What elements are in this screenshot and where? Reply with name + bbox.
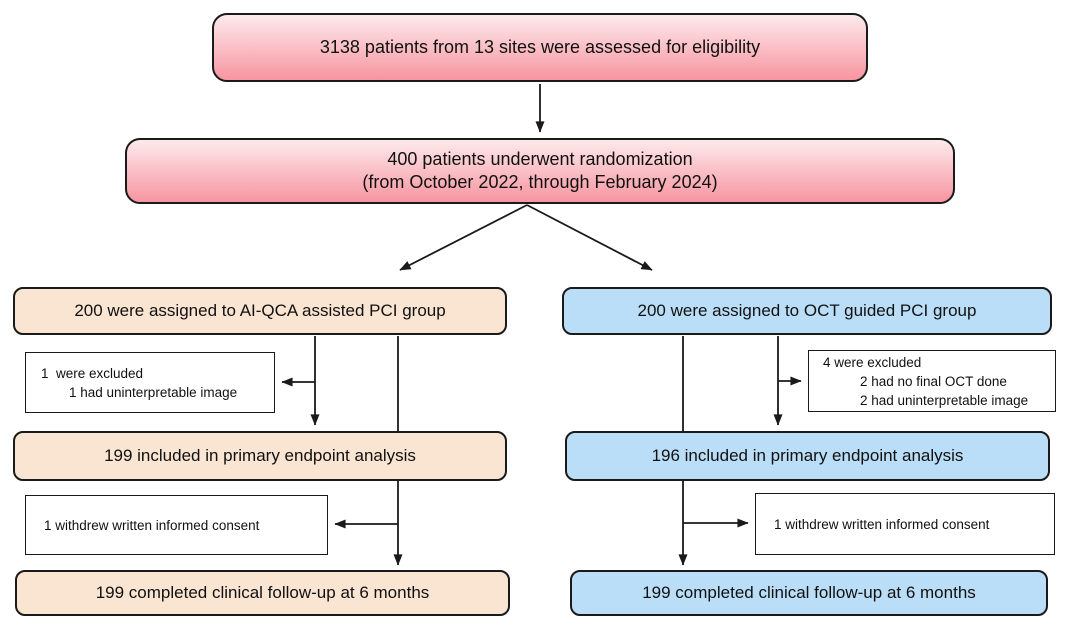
aiqca-excluded-line1: 1 were excluded [41, 365, 144, 381]
box-oct-excluded: 4 were excluded 2 had no final OCT done … [808, 350, 1056, 412]
box-aiqca-excluded: 1 were excluded 1 had uninterpretable im… [25, 352, 275, 413]
box-aiqca-primary-endpoint: 199 included in primary endpoint analysi… [13, 431, 507, 481]
box-oct-primary-endpoint: 196 included in primary endpoint analysi… [565, 431, 1050, 481]
arrow-randomized-to-right-assigned [526, 204, 653, 271]
aiqca-withdrew-text: 1 withdrew written informed consent [44, 517, 260, 533]
randomization-line1: 400 patients underwent randomization [387, 148, 693, 169]
oct-withdrew-text: 1 withdrew written informed consent [774, 516, 990, 532]
aiqca-excluded-line2: 1 had uninterpretable image [69, 384, 238, 400]
box-aiqca-withdrew-consent: 1 withdrew written informed consent [25, 495, 328, 555]
box-randomization: 400 patients underwent randomization (fr… [125, 138, 955, 204]
oct-excluded-line1: 4 were excluded [823, 354, 922, 370]
oct-excluded-line2: 2 had no final OCT done [860, 373, 1007, 389]
box-aiqca-assigned: 200 were assigned to AI-QCA assisted PCI… [13, 287, 507, 335]
oct-excluded-line3: 2 had uninterpretable image [860, 392, 1029, 408]
box-oct-assigned: 200 were assigned to OCT guided PCI grou… [562, 287, 1052, 335]
arrow-randomized-to-left-assigned [399, 204, 528, 271]
randomization-line2: (from October 2022, through February 202… [362, 172, 718, 192]
box-oct-completed-followup: 199 completed clinical follow-up at 6 mo… [570, 570, 1048, 616]
box-aiqca-completed-followup: 199 completed clinical follow-up at 6 mo… [15, 570, 510, 616]
box-oct-withdrew-consent: 1 withdrew written informed consent [755, 493, 1055, 555]
box-assessed-for-eligibility: 3138 patients from 13 sites were assesse… [212, 13, 868, 82]
